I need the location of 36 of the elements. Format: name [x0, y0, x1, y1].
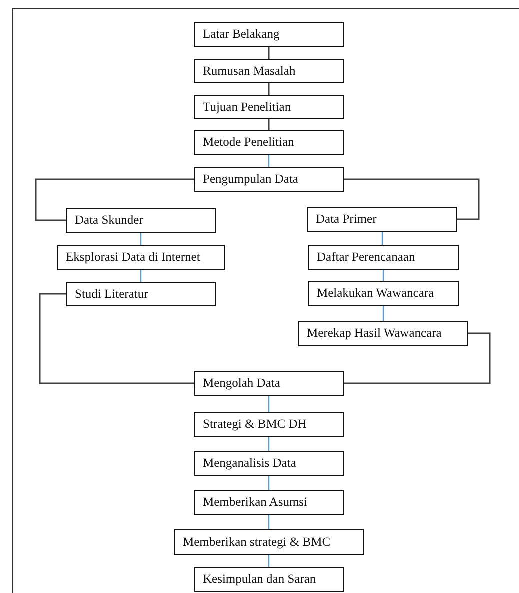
process-box: Memberikan Asumsi [194, 490, 344, 515]
process-box: Mengolah Data [194, 371, 344, 396]
connector-line [140, 233, 142, 245]
process-box: Tujuan Penelitian [194, 95, 344, 119]
process-box: Melakukan Wawancara [308, 281, 459, 306]
connector-line [344, 178, 480, 220]
connector-line [268, 396, 270, 412]
process-box: Metode Penelitian [194, 130, 344, 155]
process-box: Kesimpulan dan Saran [194, 567, 344, 592]
connector-line [39, 293, 194, 384]
connector-line [268, 47, 270, 59]
process-box: Pengumpulan Data [194, 167, 344, 192]
process-box: Data Primer [307, 207, 457, 232]
process-box: Data Skunder [66, 208, 216, 233]
process-box: Rumusan Masalah [194, 59, 344, 83]
connector-line [382, 232, 384, 245]
process-box: Merekap Hasil Wawancara [298, 321, 468, 346]
connector-line [344, 332, 491, 384]
process-box: Memberikan strategi & BMC [174, 529, 364, 555]
process-box: Studi Literatur [66, 282, 216, 306]
process-box: Eksplorasi Data di Internet [57, 245, 225, 270]
connector-line [35, 178, 194, 222]
process-box: Menganalisis Data [194, 451, 344, 476]
connector-line [382, 270, 384, 281]
connector-line [140, 270, 142, 282]
connector-line [268, 476, 270, 490]
process-box: Daftar Perencanaan [308, 245, 459, 270]
process-box: Strategi & BMC DH [194, 412, 344, 437]
connector-line [268, 555, 270, 567]
connector-line [382, 306, 384, 321]
connector-line [268, 83, 270, 95]
connector-line [268, 515, 270, 529]
process-box: Latar Belakang [194, 22, 344, 47]
connector-line [268, 119, 270, 130]
connector-line [268, 155, 270, 167]
connector-line [268, 437, 270, 451]
